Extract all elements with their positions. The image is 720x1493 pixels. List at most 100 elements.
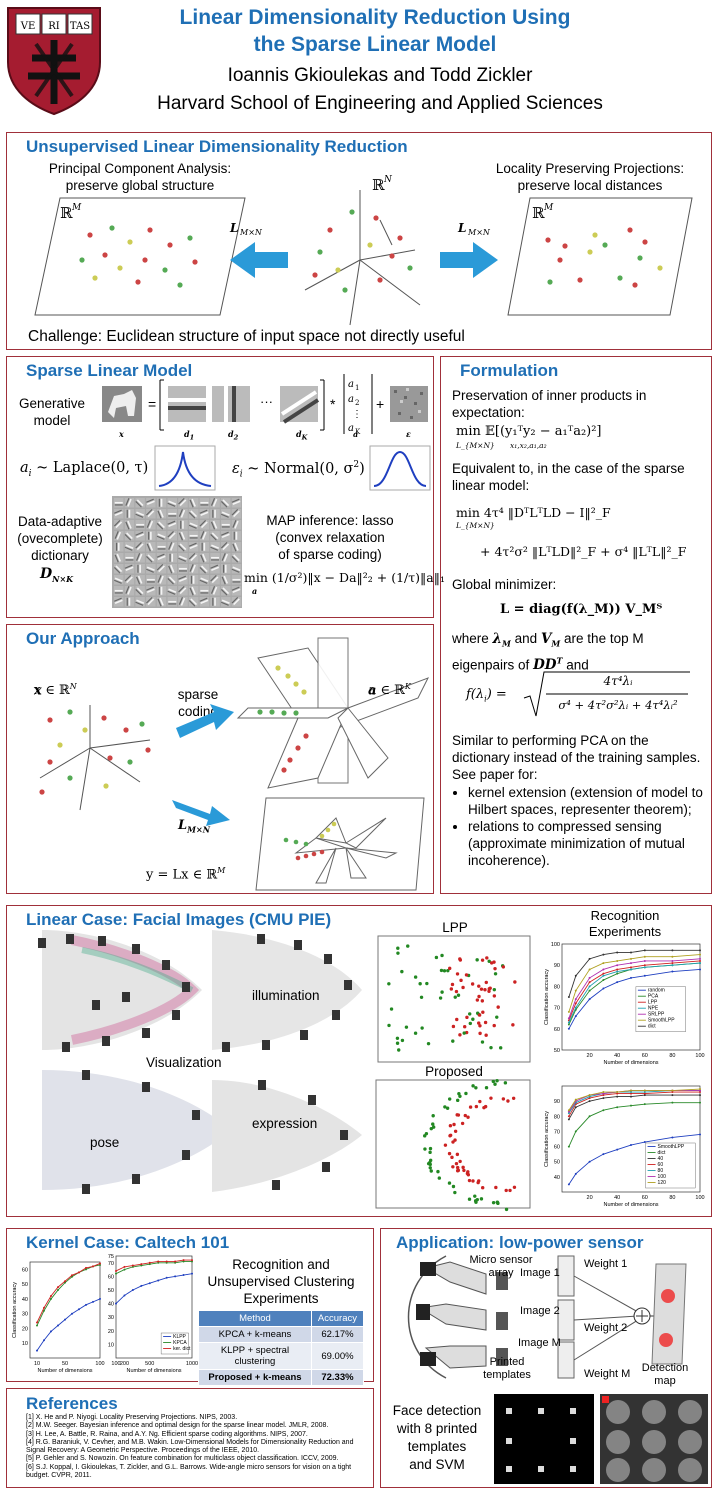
series-point <box>699 968 701 971</box>
x-tick-label: 100 <box>695 1195 704 1201</box>
map-sub-right: M×N <box>467 228 491 237</box>
sparse-model-section <box>6 356 434 618</box>
series-point <box>99 1297 101 1300</box>
formulation-eq1: min 𝔼[(y₁ᵀy₂ − a₁ᵀa₂)²] <box>456 424 602 439</box>
series-point <box>43 1339 45 1342</box>
series-line <box>36 1264 101 1326</box>
reference-item: [5] P. Gehler and S. Nowozin. On feature… <box>26 1455 339 1463</box>
rn-label: ℝ <box>372 176 385 194</box>
title-line-1: Linear Dimensionality Reduction Using <box>179 6 571 29</box>
references-list: [1] X. He and P. Niyogi. Locality Preser… <box>26 1414 366 1480</box>
unsupervised-heading: Unsupervised Linear Dimensionality Reduc… <box>26 137 408 156</box>
series-point <box>602 953 605 956</box>
series-point <box>567 1017 570 1020</box>
series-point <box>131 1289 134 1291</box>
y-tick-label: 50 <box>554 1160 560 1166</box>
series-point <box>630 968 632 971</box>
formulation-p1: Preservation of inner products in expect… <box>452 388 647 420</box>
series-point <box>602 1153 605 1156</box>
series-point <box>588 968 591 971</box>
series-point <box>174 1260 177 1263</box>
y-tick-label: 10 <box>22 1341 28 1347</box>
map-sub-left: M×N <box>239 228 263 237</box>
series-point <box>602 979 605 982</box>
printed-templates-label: Printed templates <box>483 1356 531 1381</box>
approach-L-label: LM×N <box>178 818 211 835</box>
series-point <box>699 949 701 952</box>
legend-entry: SmoothLPP <box>648 1018 675 1024</box>
svg-text:a: a <box>348 423 354 434</box>
y-tick-label: 70 <box>108 1261 114 1267</box>
authors: Ioannis Gkioulekas and Todd Zickler <box>227 65 533 86</box>
series-point <box>85 1268 87 1271</box>
series-point <box>36 1321 38 1324</box>
x-tick-label: 80 <box>669 1195 675 1201</box>
y-tick-label: 40 <box>22 1297 28 1303</box>
x-tick-label: 20 <box>587 1195 593 1201</box>
svg-text:a: a <box>348 394 354 405</box>
series-point <box>630 976 632 979</box>
formulation-eq2b: + 4τ²σ² ‖LᵀLD‖²_F + σ⁴ ‖LᵀL‖²_F <box>480 544 687 559</box>
laplace-equation: ai ~ Laplace(0, τ) <box>20 460 149 479</box>
svg-text:a: a <box>348 379 354 390</box>
series-point <box>123 1294 126 1297</box>
series-point <box>616 959 619 962</box>
series-point <box>588 989 591 992</box>
generative-labels: x d1 d2 dK a ε <box>119 429 411 442</box>
series-point <box>567 1145 570 1148</box>
y-tick-label: 75 <box>108 1254 114 1260</box>
series-line <box>115 1259 192 1272</box>
legend-entry: dict <box>648 1024 656 1030</box>
series-point <box>602 1109 605 1112</box>
series-point <box>567 1023 570 1026</box>
legend-entry: LPP <box>648 1000 658 1006</box>
linear-case-section <box>6 905 712 1217</box>
series-point <box>671 1101 674 1104</box>
series-point <box>671 962 674 965</box>
x-axis-label: Number of dimensions <box>603 1060 658 1066</box>
series-point <box>616 968 619 971</box>
y-axis-label: Classification accuracy <box>544 1111 550 1167</box>
series-point <box>588 985 591 988</box>
series-point <box>616 1148 619 1151</box>
lpp-scatter-title: LPP <box>442 920 468 935</box>
map-equation: min (1/σ²)‖x − Da‖²₂ + (1/τ)‖a‖₁ <box>244 570 446 585</box>
projected-space <box>255 797 425 891</box>
series-point <box>574 1172 577 1175</box>
pca-points <box>79 225 198 288</box>
formulation-p2: Equivalent to, in the case of the sparse… <box>452 461 685 493</box>
rn-points <box>312 209 413 293</box>
series-point <box>602 968 605 971</box>
reference-item: [3] H. Lee, A. Battle, R. Raina, and A.Y… <box>26 1430 308 1438</box>
formulation-eq2a-under: L_{M×N} <box>456 521 495 530</box>
y-tick-label: 60 <box>554 1145 560 1151</box>
map-label-right: L <box>457 221 466 235</box>
series-point <box>602 1094 605 1097</box>
series-point <box>123 1268 126 1271</box>
series-point <box>643 955 646 958</box>
y-tick-label: 60 <box>554 1027 560 1033</box>
application-section <box>380 1228 712 1488</box>
y-tick-label: 30 <box>22 1312 28 1318</box>
legend-box <box>645 1142 696 1189</box>
series-point <box>567 996 570 998</box>
series-point <box>588 981 591 984</box>
formulation-eq4-num: 4τ⁴λᵢ <box>603 674 633 688</box>
sensor-diagram <box>407 1255 687 1379</box>
formulation-eq1-under: L_{M×N} <box>456 441 495 450</box>
recognition-title: Recognition Experiments <box>588 908 662 939</box>
sparse-code-space <box>236 637 430 789</box>
challenge-text: Challenge: Euclidean structure of input … <box>28 328 465 345</box>
plot-area <box>29 1261 101 1359</box>
series-point <box>616 951 619 954</box>
series-point <box>602 1097 605 1100</box>
lpp-plane <box>507 197 693 316</box>
legend-entry: 40 <box>658 1156 664 1162</box>
projection-arrow-icon <box>172 800 230 826</box>
formulation-bullets: kernel extension (extension of model to … <box>452 784 720 869</box>
series-point <box>699 1091 701 1094</box>
series-point <box>567 1110 570 1113</box>
formulation-p5: Similar to performing PCA on the diction… <box>452 733 701 782</box>
